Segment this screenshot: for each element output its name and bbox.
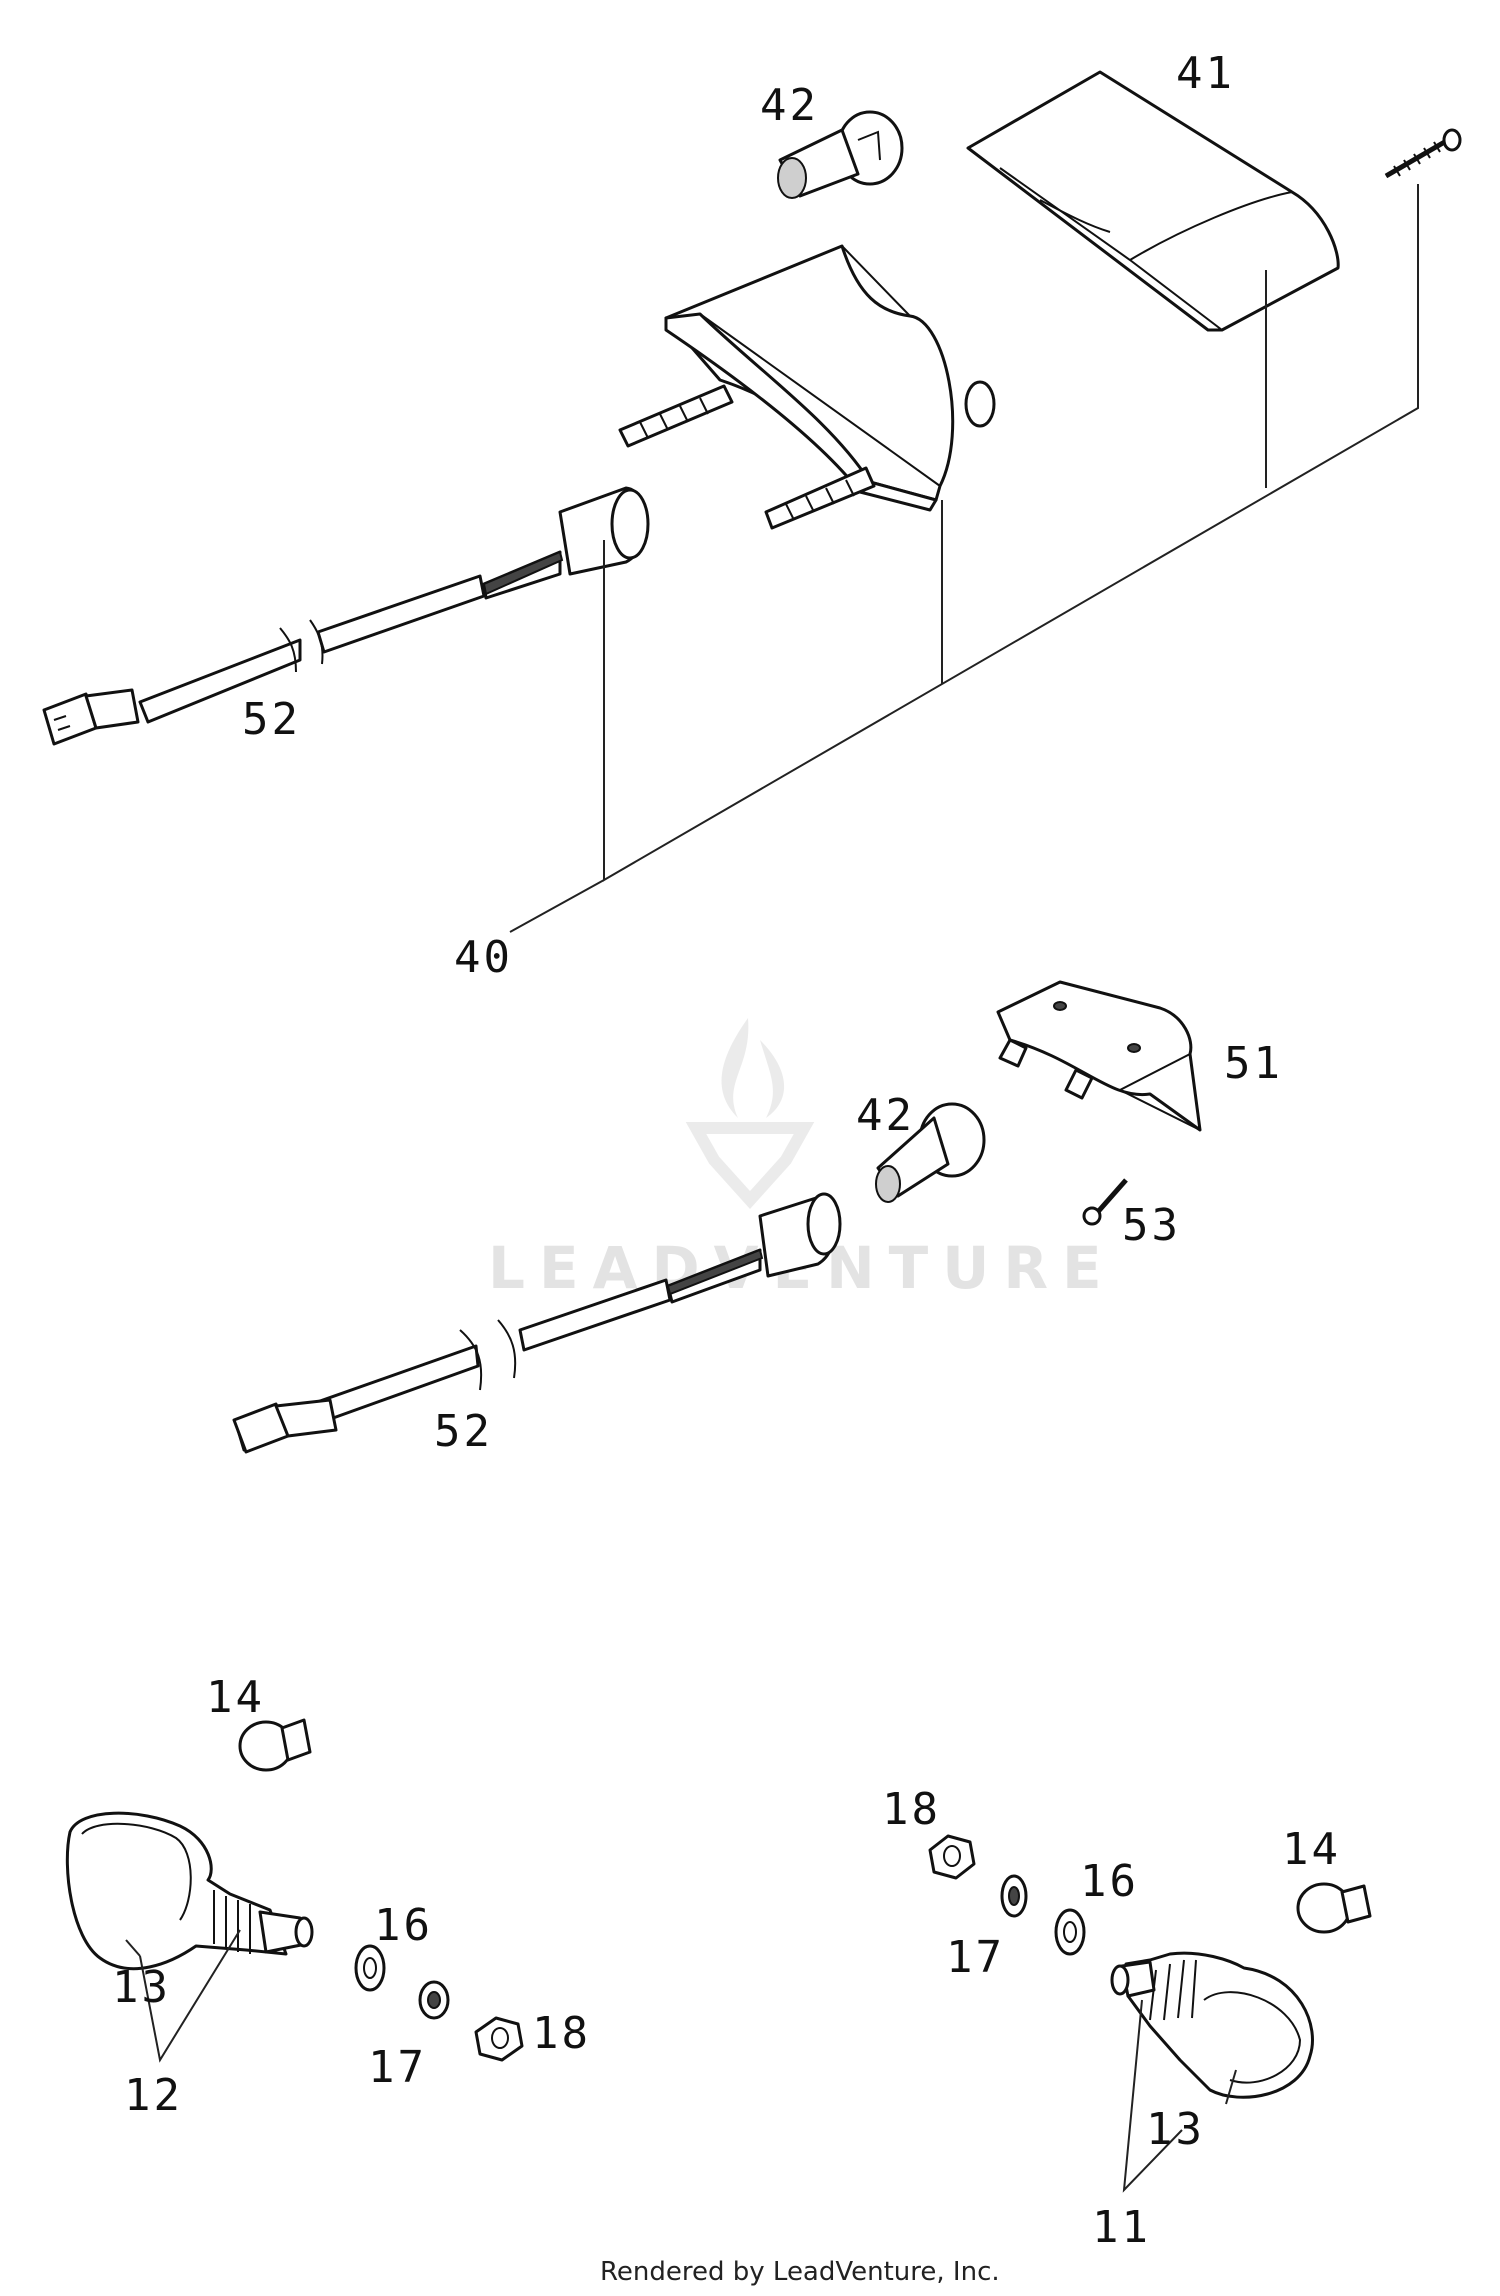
bulb-middle [875, 1102, 986, 1203]
callout-40: 40 [454, 932, 513, 983]
washer-16-left [354, 1944, 386, 1992]
callout-53: 53 [1122, 1200, 1181, 1251]
turn-signal-left [65, 1811, 314, 1971]
bulb-14-left [238, 1718, 312, 1772]
mounting-screw [1384, 128, 1462, 179]
wiring-harness-middle [232, 1192, 842, 1454]
nut-18-left [474, 2016, 524, 2062]
callout-13-right: 13 [1146, 2104, 1205, 2155]
callout-14-right: 14 [1282, 1824, 1341, 1875]
callout-41: 41 [1176, 48, 1235, 99]
leader-lines-11 [1122, 1999, 1183, 2193]
washer-16-right [1054, 1908, 1086, 1956]
callout-17-left: 17 [368, 2042, 427, 2093]
turn-signal-right [1110, 1951, 1314, 2099]
leader-lines-13 [125, 1939, 1237, 2105]
callout-52-middle: 52 [434, 1406, 493, 1457]
screw-53 [1082, 1178, 1128, 1226]
callout-13-left: 13 [112, 1962, 171, 2013]
callout-18-left: 18 [532, 2008, 591, 2059]
callout-labels: 41 42 52 40 51 42 53 52 14 13 12 16 17 1… [112, 48, 1341, 2253]
watermark-logo-icon [685, 1018, 815, 1209]
callout-14-left: 14 [206, 1672, 265, 1723]
callout-18-right: 18 [882, 1784, 941, 1835]
callout-52-top: 52 [242, 694, 301, 745]
callout-51: 51 [1224, 1038, 1283, 1089]
nut-18-right [928, 1834, 976, 1880]
callout-42-top: 42 [760, 80, 819, 131]
leader-lines-top [509, 184, 1419, 933]
leader-lines-12 [139, 1929, 241, 2063]
footer-credit: Rendered by LeadVenture, Inc. [600, 2257, 1000, 2287]
callout-42-middle: 42 [856, 1090, 915, 1141]
tail-light-housing [618, 244, 996, 530]
callout-17-right: 17 [946, 1932, 1005, 1983]
license-light-housing [996, 980, 1202, 1132]
callout-12: 12 [124, 2070, 183, 2121]
wiring-harness-top [42, 486, 650, 746]
lockwasher-17-right [1000, 1874, 1028, 1918]
callout-16-left: 16 [374, 1900, 433, 1951]
callout-11: 11 [1092, 2202, 1151, 2253]
bulb-14-right [1296, 1882, 1372, 1934]
lockwasher-17-left [418, 1980, 450, 2020]
bulb-top [777, 110, 904, 199]
tail-light-lens [966, 70, 1340, 332]
callout-16-right: 16 [1080, 1856, 1139, 1907]
